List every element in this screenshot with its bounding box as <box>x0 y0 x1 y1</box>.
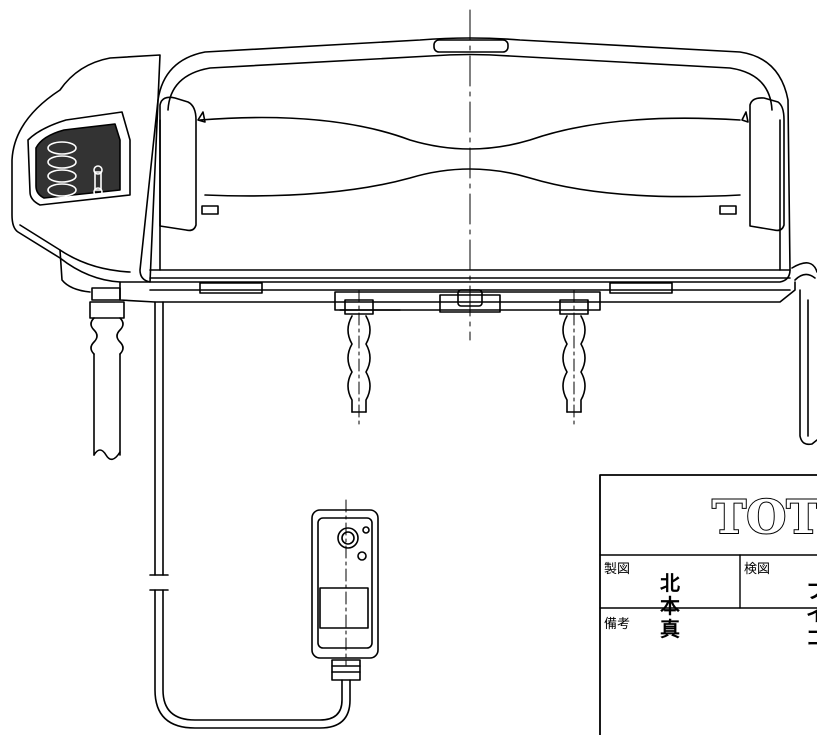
checker-name-char-2: イ <box>806 602 817 626</box>
title-block <box>599 474 817 735</box>
checker-name-char-3: ゴ <box>806 625 817 649</box>
button-1-icon <box>47 141 77 155</box>
drafter-name-char-1: 北 <box>660 571 680 595</box>
mounting-bolt-right <box>559 289 589 426</box>
checked-label: 検図 <box>744 562 770 577</box>
center-clip <box>457 289 483 307</box>
drafter-name-char-2: 本 <box>660 594 680 618</box>
remarks-label: 備考 <box>604 616 630 632</box>
adapter-button-icon <box>337 527 359 549</box>
checker-name-char-1: フ <box>806 579 817 603</box>
button-2-icon <box>47 155 77 169</box>
power-cord <box>149 301 351 729</box>
mounting-bolt-left <box>344 289 374 426</box>
drafter-name-char-3: 真 <box>660 617 680 641</box>
left-armrest <box>159 96 197 232</box>
lid-handle-slot <box>433 39 509 53</box>
company-logo: TOT <box>712 490 817 544</box>
supply-hose-right <box>791 262 817 446</box>
supply-hose-left <box>89 287 125 461</box>
drafted-label: 製図 <box>604 562 630 577</box>
dial-icon <box>94 171 102 191</box>
right-armrest <box>749 97 785 232</box>
button-3-icon <box>47 169 77 183</box>
button-4-icon <box>47 183 77 197</box>
power-adapter <box>311 499 379 681</box>
control-unit <box>11 54 161 293</box>
seat-lid-body <box>139 37 791 283</box>
